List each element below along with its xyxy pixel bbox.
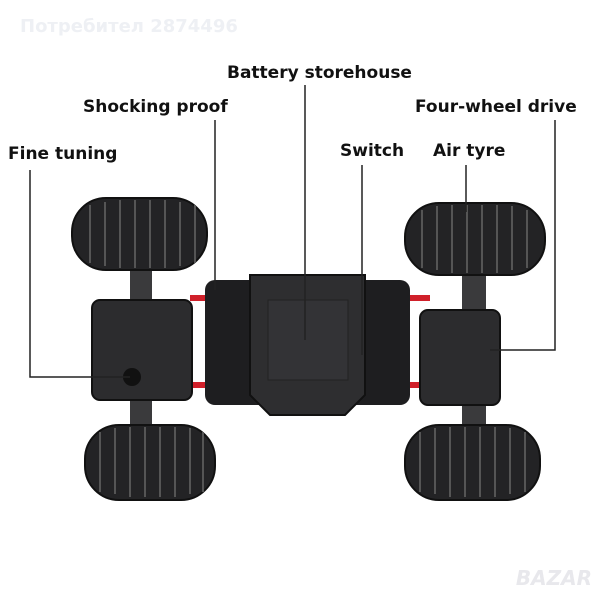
label-air-tyre: Air tyre xyxy=(433,141,506,161)
tyre-rear-right xyxy=(404,424,541,501)
bazar-logo: BAZAR xyxy=(515,566,592,590)
gearboxes xyxy=(91,299,501,406)
tyres xyxy=(71,197,546,501)
leader-lines xyxy=(29,85,556,378)
label-four-wheel-drive: Four-wheel drive xyxy=(415,97,577,117)
tyre-rear-left xyxy=(84,424,216,501)
tyre-front-right xyxy=(404,202,546,276)
label-fine-tuning: Fine tuning xyxy=(8,144,118,164)
watermark: Потребител 2874496 xyxy=(20,16,238,37)
label-shocking-proof: Shocking proof xyxy=(83,97,228,117)
tyre-front-left xyxy=(71,197,208,271)
fine-tuning-knob xyxy=(123,368,141,386)
label-battery-storehouse: Battery storehouse xyxy=(227,63,412,83)
tyre-treads xyxy=(89,200,528,497)
battery-cover xyxy=(267,299,349,381)
label-switch: Switch xyxy=(340,141,405,161)
